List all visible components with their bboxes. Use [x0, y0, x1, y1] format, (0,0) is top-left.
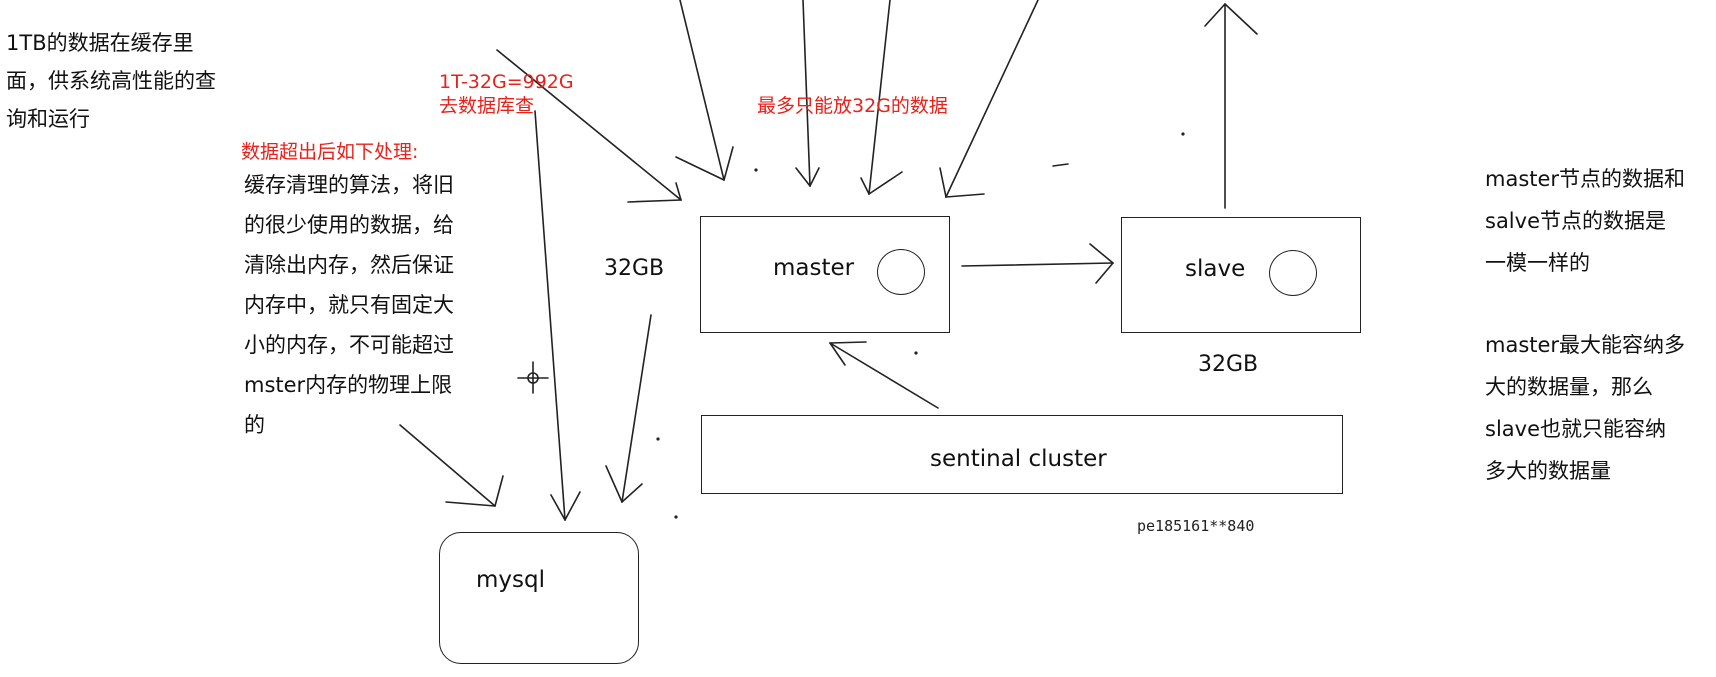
- note-line: 缓存清理的算法，将旧: [244, 173, 454, 197]
- note-line: master节点的数据和: [1485, 167, 1686, 191]
- note-line: slave也就只能容纳: [1485, 417, 1666, 441]
- note-line: 的: [244, 413, 265, 437]
- note-right-top: master节点的数据和 salve节点的数据是 一模一样的: [1485, 158, 1685, 284]
- arrow-request-to-master: [496, 49, 682, 203]
- note-line: master最大能容纳多: [1485, 333, 1686, 357]
- mysql-node: mysql: [439, 532, 639, 664]
- note-line: 1TB的数据在缓存里: [6, 31, 194, 55]
- slave-node: slave: [1121, 217, 1361, 333]
- slave-capacity-label: 32GB: [1198, 352, 1259, 377]
- note-line: 大的数据量，那么: [1485, 375, 1653, 399]
- slave-status-circle: [1269, 250, 1317, 296]
- note-right-bottom: master最大能容纳多 大的数据量，那么 slave也就只能容纳 多大的数据量: [1485, 324, 1685, 492]
- note-line: 面，供系统高性能的查: [6, 69, 216, 93]
- stray-marks: [656, 132, 1185, 519]
- note-line: 多大的数据量: [1485, 459, 1611, 483]
- note-line: 询和运行: [6, 107, 90, 131]
- master-capacity-label: 32GB: [604, 256, 665, 281]
- arrow-master-to-mysql: [605, 314, 652, 503]
- note-line: mster内存的物理上限: [244, 373, 453, 397]
- arrow-top-to-master-4: [939, 0, 1039, 198]
- note-line: salve节点的数据是: [1485, 209, 1666, 233]
- note-line: 一模一样的: [1485, 251, 1590, 275]
- slave-label: slave: [1185, 256, 1246, 282]
- arrow-eviction-to-mysql: [399, 424, 504, 507]
- arrow-top-to-master-3: [860, 0, 903, 195]
- arrow-top-to-master-2: [795, 0, 820, 187]
- master-node: master: [700, 216, 950, 333]
- crosshair-mark: [517, 361, 549, 394]
- arrow-sentinel-to-master: [829, 341, 939, 409]
- arrow-top-to-master-1: [675, 0, 734, 181]
- note-red-calc: 1T-32G=992G 去数据库查: [439, 70, 574, 118]
- note-red-overflow-title: 数据超出后如下处理:: [241, 141, 419, 163]
- arrow-query-to-mysql: [534, 110, 581, 521]
- note-line: 小的内存，不可能超过: [244, 333, 454, 357]
- note-line: 清除出内存，然后保证: [244, 253, 454, 277]
- sentinel-label: sentinal cluster: [930, 446, 1107, 472]
- master-status-circle: [877, 249, 925, 295]
- note-line: 内存中，就只有固定大: [244, 293, 454, 317]
- arrow-slave-up: [1204, 3, 1258, 209]
- watermark: pe185161**840: [1137, 517, 1255, 535]
- note-eviction: 缓存清理的算法，将旧 的很少使用的数据，给 清除出内存，然后保证 内存中，就只有…: [244, 165, 454, 445]
- note-line: 1T-32G=992G: [439, 71, 574, 93]
- note-red-max-capacity: 最多只能放32G的数据: [757, 95, 948, 117]
- master-label: master: [773, 255, 855, 281]
- sentinel-cluster: sentinal cluster: [701, 415, 1343, 494]
- note-top-left: 1TB的数据在缓存里 面，供系统高性能的查 询和运行: [6, 24, 216, 138]
- note-line: 去数据库查: [439, 95, 535, 117]
- mysql-label: mysql: [476, 567, 545, 593]
- arrow-master-to-slave: [961, 243, 1114, 284]
- note-line: 的很少使用的数据，给: [244, 213, 454, 237]
